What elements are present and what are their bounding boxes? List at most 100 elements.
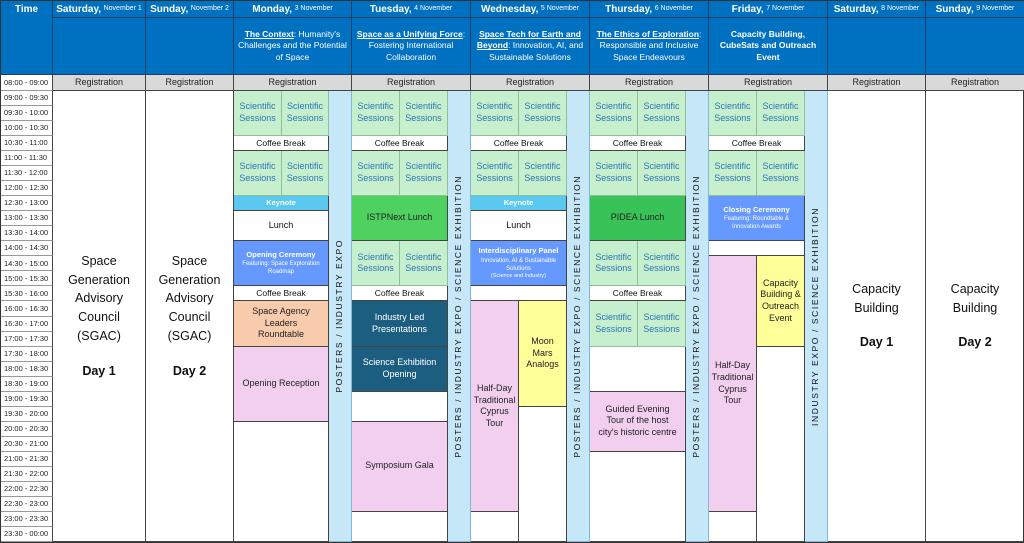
time-slot: 13:00 - 13:30 [1,211,53,227]
istpnext-lunch[interactable]: ISTPNext Lunch [352,196,448,242]
industry-led-presentations[interactable]: Industry Led Presentations [352,301,448,347]
cyprus-tour[interactable]: Half-Day Traditional Cyprus Tour [709,256,757,512]
event-subtitle: Featuring: Space Exploration Roadmap [242,261,320,276]
empty-slot [352,391,448,422]
space-agency-roundtable[interactable]: Space Agency Leaders Roundtable [234,301,329,347]
scientific-session[interactable]: Scientific Sessions [282,151,329,197]
scientific-session[interactable]: Scientific Sessions [638,151,686,197]
scientific-session[interactable]: Scientific Sessions [757,151,805,197]
time-slot: 18:00 - 18:30 [1,361,53,377]
time-slot: 11:30 - 12:00 [1,166,53,182]
day-date: 6 November [654,5,693,13]
scientific-session[interactable]: Scientific Sessions [471,151,519,197]
event-title: Opening Ceremony [246,249,316,259]
coffee-break: Coffee Break [234,286,329,302]
time-slot: 12:00 - 12:30 [1,181,53,197]
theme-text: : Fostering International Collaboration [368,29,466,62]
expo-column: POSTERS / INDUSTRY EXPO / SCIENCE EXHIBI… [567,91,590,542]
time-slot: 17:30 - 18:00 [1,346,53,362]
day-name: Wednesday, [480,3,539,15]
time-slot: 15:00 - 15:30 [1,271,53,287]
scientific-session[interactable]: Scientific Sessions [638,91,686,137]
registration-cell: Registration [352,75,471,91]
empty-slot [709,241,805,257]
scientific-session[interactable]: Scientific Sessions [638,241,686,287]
scientific-session[interactable]: Scientific Sessions [590,241,638,287]
pidea-lunch[interactable]: PIDEA Lunch [590,196,686,242]
cyprus-tour[interactable]: Half-Day Traditional Cyprus Tour [471,301,519,512]
scientific-session[interactable]: Scientific Sessions [352,151,400,197]
capacity-building-outreach-event[interactable]: Capacity Building & Outreach Event [757,256,805,347]
time-slot: 21:30 - 22:00 [1,466,53,482]
time-slot: 16:00 - 16:30 [1,301,53,317]
scientific-session[interactable]: Scientific Sessions [400,151,448,197]
symposium-gala[interactable]: Symposium Gala [352,421,448,512]
registration-cell: Registration [590,75,709,91]
scientific-session[interactable]: Scientific Sessions [471,91,519,137]
time-slot: 09:30 - 10:00 [1,106,53,122]
scientific-session[interactable]: Scientific Sessions [709,151,757,197]
lunch: Lunch [471,211,567,242]
theme-thu: The Ethics of Exploration: Responsible a… [590,18,709,75]
scientific-session[interactable]: Scientific Sessions [352,91,400,137]
scientific-session[interactable]: Scientific Sessions [638,301,686,347]
scientific-session[interactable]: Scientific Sessions [519,151,567,197]
theme-title: Capacity Building, CubeSats and Outreach… [719,29,817,62]
day-date: November 1 [103,5,142,13]
time-slot: 20:30 - 21:00 [1,436,53,452]
empty-slot [471,511,519,542]
scientific-session[interactable]: Scientific Sessions [282,91,329,137]
scientific-session[interactable]: Scientific Sessions [590,91,638,137]
day-header-tue: Tuesday, 4 November [352,1,471,18]
coffee-break: Coffee Break [590,286,686,302]
coffee-break: Coffee Break [471,136,567,152]
guided-evening-tour[interactable]: Guided Evening Tour of the host city's h… [590,391,686,452]
keynote[interactable]: Keynote [234,196,329,212]
time-slot: 15:30 - 16:00 [1,286,53,302]
time-slot: 20:00 - 20:30 [1,421,53,437]
opening-reception[interactable]: Opening Reception [234,346,329,422]
expo-label: INDUSTRY EXPO / SCIENCE EXHIBITION [810,206,821,426]
scientific-session[interactable]: Scientific Sessions [590,151,638,197]
sgac-day2: Space Generation Advisory Council (SGAC)… [146,91,234,542]
time-slot: 23:30 - 00:00 [1,526,53,542]
registration-cell: Registration [234,75,352,91]
moon-mars-analogs[interactable]: Moon Mars Analogs [519,301,567,407]
scientific-session[interactable]: Scientific Sessions [590,301,638,347]
coffee-break: Coffee Break [590,136,686,152]
scientific-session[interactable]: Scientific Sessions [400,91,448,137]
empty-slot [234,421,329,542]
day-header-sun2: Sunday, November 2 [146,1,234,18]
day-name: Saturday, [56,3,102,15]
event-subtitle: Featuring: Roundtable & Innovation Award… [723,216,790,231]
scientific-session[interactable]: Scientific Sessions [234,151,282,197]
scientific-session[interactable]: Scientific Sessions [400,241,448,287]
science-exhibition-opening[interactable]: Science Exhibition Opening [352,346,448,392]
time-slot: 11:00 - 11:30 [1,151,53,167]
scientific-session[interactable]: Scientific Sessions [352,241,400,287]
registration-cell: Registration [53,75,146,91]
time-slot: 10:00 - 10:30 [1,121,53,137]
theme-mon: The Context: Humanity's Challenges and t… [234,18,352,75]
theme-text: : Humanity's Challenges and the Potentia… [238,29,347,62]
theme-empty [146,18,234,75]
day-header-sat8: Saturday, 8 November [828,1,926,18]
empty-slot [471,286,567,302]
theme-text: : Responsible and Inclusive Space Endeav… [599,29,702,62]
day-header-wed: Wednesday, 5 November [471,1,590,18]
registration-cell: Registration [828,75,926,91]
event-subtitle: Innovation, AI & Sustainable Solutions [480,257,557,272]
scientific-session[interactable]: Scientific Sessions [519,91,567,137]
scientific-session[interactable]: Scientific Sessions [757,91,805,137]
expo-column: POSTERS / INDUSTRY EXPO / SCIENCE EXHIBI… [448,91,471,542]
coffee-break: Coffee Break [234,136,329,152]
theme-title: The Ethics of Exploration [596,29,700,40]
scientific-session[interactable]: Scientific Sessions [709,91,757,137]
keynote[interactable]: Keynote [471,196,567,212]
scientific-session[interactable]: Scientific Sessions [234,91,282,137]
registration-cell: Registration [709,75,828,91]
